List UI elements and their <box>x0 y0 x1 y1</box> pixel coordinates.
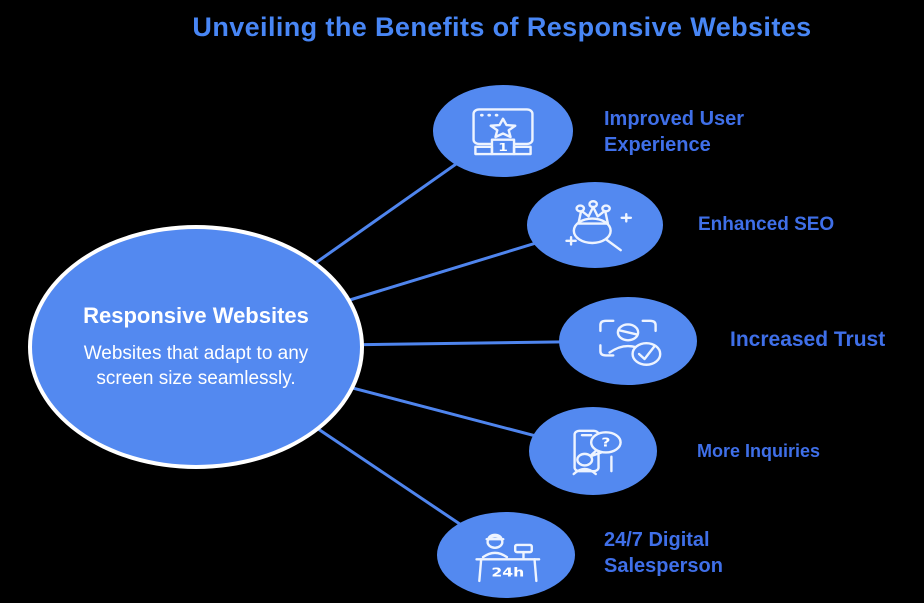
benefit-label-24-7-digital-salesperson: 24/7 Digital Salesperson <box>604 529 723 577</box>
desk-hours-text: 24h <box>491 566 524 580</box>
benefit-node-24-7-digital-salesperson: 24h <box>437 512 575 598</box>
benefit-node-more-inquiries: ? <box>529 407 657 495</box>
podium-rank-text: 1 <box>498 141 508 154</box>
verified-user-icon <box>582 305 674 377</box>
central-node-heading: Responsive Websites <box>83 302 309 328</box>
benefit-node-increased-trust <box>559 297 697 385</box>
benefit-label-increased-trust: Increased Trust <box>730 328 886 351</box>
benefit-label-enhanced-seo: Enhanced SEO <box>698 214 835 235</box>
benefit-node-enhanced-seo <box>527 182 663 268</box>
diagram-title: Unveiling the Benefits of Responsive Web… <box>192 12 812 42</box>
benefit-label-more-inquiries: More Inquiries <box>697 441 821 461</box>
central-node-description: Websites that adapt to any screen size s… <box>83 342 309 389</box>
benefit-node-improved-user-experience: 1 <box>433 85 573 177</box>
crown-magnifier-icon <box>549 189 641 261</box>
central-node: Responsive Websites Websites that adapt … <box>28 225 364 469</box>
question-mark-text: ? <box>601 436 610 450</box>
benefit-label-improved-user-experience: Improved User Experience <box>604 108 745 156</box>
ranking-podium-browser-icon: 1 <box>457 95 549 167</box>
phone-question-bubble-icon: ? <box>547 415 639 487</box>
service-desk-24h-icon: 24h <box>460 519 552 591</box>
